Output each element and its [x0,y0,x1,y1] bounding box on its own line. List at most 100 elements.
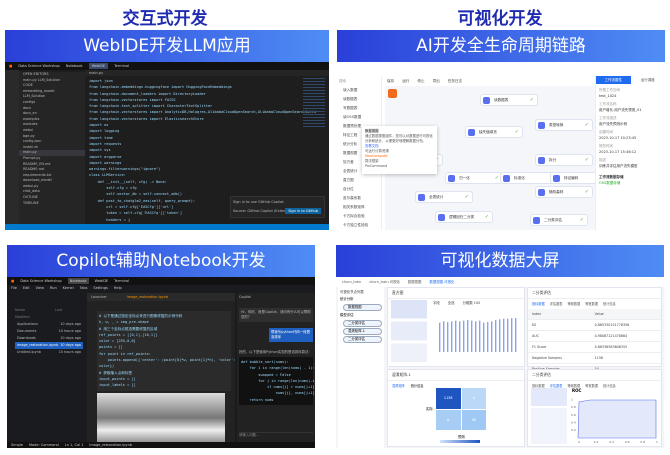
tab-stats[interactable]: 统计信息 [410,384,424,388]
menu-item[interactable]: File [11,286,17,290]
workflow-node[interactable]: 拆分 [535,154,593,166]
toolbar-button[interactable]: 导出 [432,79,440,83]
explorer-item[interactable]: chat_data [23,189,40,194]
explorer-item[interactable]: configs [23,99,36,104]
sign-in-button[interactable]: Sign in to GitHub [285,208,321,214]
workflow-node[interactable]: 类型转换 [535,119,593,131]
explorer-item[interactable]: TIMELINE [23,200,39,205]
tree-item[interactable]: 统计分析 [343,142,358,146]
explorer-item[interactable]: config.json [23,139,42,144]
menu-item[interactable]: View [35,286,44,290]
file-tab[interactable]: 数据视图-可视化 [429,280,455,284]
tree-item[interactable]: 卡方拟合检验 [343,214,365,218]
workflow-node[interactable]: 二分类评估 [530,214,588,226]
tab-workflow-props[interactable]: 工作流属性 [596,76,631,84]
explorer-item[interactable]: CODE [23,83,33,88]
explorer-item[interactable]: OUTLINE [23,195,38,200]
tree-node[interactable]: 二分类评估 [343,336,382,343]
menu-item[interactable]: Settings [93,286,108,290]
menu-item[interactable]: Help [113,286,122,290]
toolbar-button[interactable]: 运行 [402,79,410,83]
explorer-item[interactable]: main.py LLM_Solution [23,77,60,82]
explorer-item[interactable]: bge.py [23,133,35,138]
explorer-item[interactable]: Prompt.py [23,155,41,160]
tab-notebook[interactable]: Notebook [65,64,83,68]
tab-notebook-file[interactable]: image_restoration.ipynb [126,295,169,299]
explorer-item[interactable]: README_EN.md [23,161,51,166]
tree-node[interactable]: 数据视图 [343,304,382,311]
histogram-control[interactable]: 分箱数 100 [462,301,481,305]
eval-tab[interactable]: 等宽数据 [585,384,598,388]
menu-item[interactable]: Tabs [79,286,88,290]
tree-node[interactable]: 二分类评估 [343,320,382,327]
toolbar-button[interactable]: 保存 [387,79,395,83]
tab-terminal[interactable]: Terminal [114,64,129,68]
eval-tab[interactable]: 评估图表 [549,302,563,306]
explorer-item[interactable]: install.sh [23,144,39,149]
workflow-node[interactable]: 逻辑回归二分类 [435,211,493,223]
workflow-node[interactable]: 全表统计 [415,191,473,203]
menu-item[interactable]: Run [49,286,57,290]
explorer-item[interactable]: OPEN EDITORS [23,72,49,76]
eval-tab[interactable]: 指标数据 [532,384,545,388]
explorer-item[interactable]: download_model [23,178,52,183]
editor-tab[interactable]: main.py [85,70,329,76]
tab-confusion[interactable]: 混淆矩阵 [392,384,405,388]
workflow-node[interactable]: 随机森林 [535,186,593,198]
tab-webide[interactable]: WebIDE [88,63,109,69]
histogram-control[interactable]: 全选 [447,301,455,305]
chart-thumbnails[interactable] [531,388,567,444]
tree-item[interactable]: 直方图 [343,178,354,182]
workflow-node[interactable]: 特征编码 [550,172,608,184]
eval-tab[interactable]: 等频数据 [567,384,581,388]
workflow-node[interactable]: 归一化 [445,172,503,184]
explorer-item[interactable]: LLM_Solution [23,94,46,99]
file-tab[interactable]: churn_train-可视化 [369,280,400,284]
tab-terminal[interactable]: Terminal [114,279,129,283]
menu-item[interactable]: Kernel [62,286,74,290]
explorer-item[interactable]: embedding_model [23,88,55,93]
chat-input[interactable]: 请输入问题... [239,432,313,438]
tree-item[interactable]: 卡方独立性检验 [343,223,369,227]
tree-item[interactable]: 协方差 [343,160,354,164]
explorer-item[interactable]: docs_en [23,111,37,116]
toolbar-button[interactable]: 停止 [417,79,425,83]
eval-tab[interactable]: 指标数据 [532,302,545,306]
explorer-item[interactable]: README.md [23,167,45,172]
toolbar-button[interactable]: 任务日志 [447,79,463,83]
eval-tab[interactable]: 统计信息 [603,302,616,306]
explorer-item[interactable]: main.py [19,150,85,156]
explorer-item[interactable]: webui.py [23,183,39,188]
workflow-node[interactable]: 缺失值填充 [465,126,523,138]
file-tab[interactable]: 数据视图 [407,280,422,284]
eval-tab[interactable]: 等宽数据 [585,302,598,306]
doc-link[interactable]: 查看文档 [365,144,379,148]
tree-item[interactable]: 读OSS数据 [343,115,362,119]
workflow-node[interactable]: 读数据表 [480,94,538,106]
eval-tab[interactable]: 等频数据 [567,302,581,306]
histogram-control[interactable]: 字段 [433,301,440,305]
tree-node[interactable]: 混淆矩阵-1 [343,328,382,335]
eval-tab[interactable]: 评估图表 [549,384,563,388]
tab-webide[interactable]: WebIDE [94,279,109,283]
tab-scheduling[interactable]: 运行调度 [640,78,655,82]
eval-tab[interactable]: 统计信息 [603,384,616,388]
tab-notebook[interactable]: Notebook [67,278,89,284]
run-icon[interactable] [388,89,397,98]
explorer-item[interactable]: requirements.txt [23,172,52,177]
tree-node[interactable]: 统计分析 [340,297,354,301]
tree-node[interactable]: 模型评估 [340,313,354,317]
tree-item[interactable]: 特征工程 [343,133,358,137]
chart-thumbnails[interactable] [391,300,427,362]
tree-item[interactable]: 写数据表 [343,106,358,110]
explorer-item[interactable]: modules [23,122,38,127]
explorer-item[interactable]: docs [23,105,31,110]
tree-item[interactable]: 读入数据 [343,88,358,92]
menu-item[interactable]: Edit [22,286,30,290]
file-tab[interactable]: churn_train [342,280,362,284]
